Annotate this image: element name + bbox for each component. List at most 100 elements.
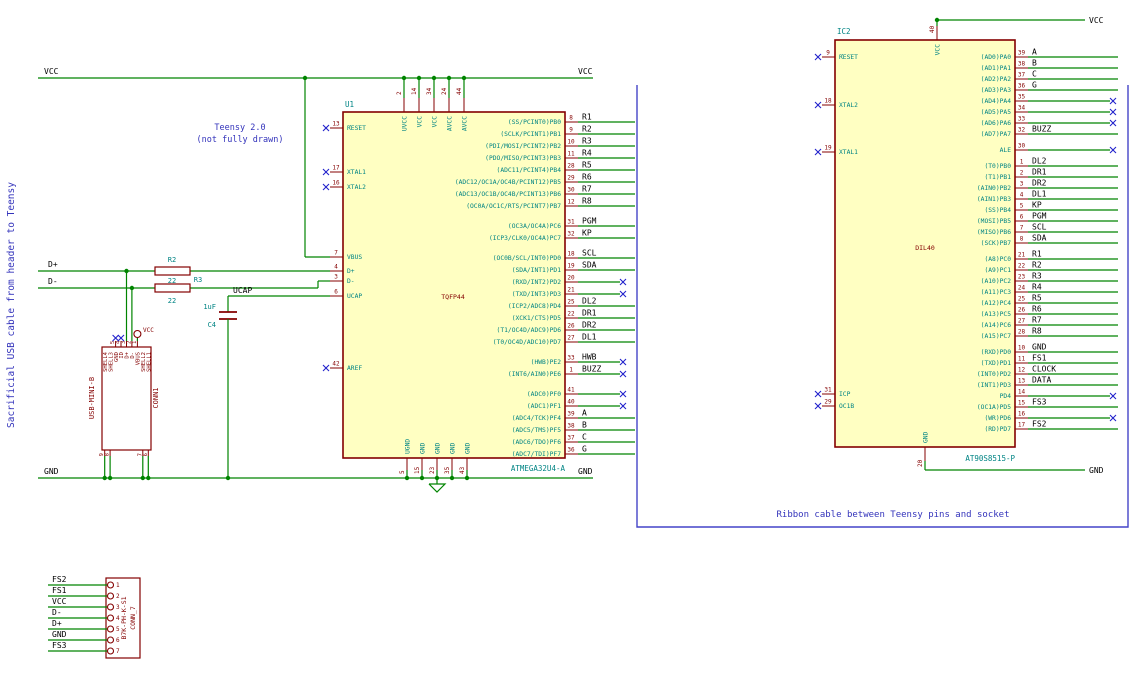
pin-number: 23 [1018,274,1026,281]
pin-number: 2 [116,593,120,600]
pin-number: 42 [332,361,340,368]
pin-name: (ADC6/TDO)PF6 [512,439,561,446]
pin-number: 2 [396,91,403,95]
no-connect-x [1109,414,1117,422]
junction-dot [461,75,467,81]
pin-name: (OC3A/OC4A)PC6 [508,223,561,230]
net-label: BUZZ [1032,125,1051,134]
connector-pin-circle [106,581,115,589]
net-label: DR1 [1032,168,1047,177]
pin-number: 28 [567,163,575,170]
net-label: DATA [1032,376,1051,385]
pin-number: 5 [110,341,116,344]
pin-name: (AIN1)PB3 [977,196,1011,203]
pin-number: 14 [411,87,418,95]
net-label: C [582,433,587,442]
note-side: Sacrificial USB cable from header to Tee… [6,182,17,428]
pin-name: (A15)PC7 [981,333,1012,340]
pin-number: 19 [824,145,832,152]
pin-name: GND [923,431,930,443]
pin-number: 16 [1018,411,1026,418]
pin-name: (A12)PC4 [981,300,1012,307]
pin-name: ALE [1000,147,1012,154]
component-body [342,111,566,459]
pin-number: 8 [569,115,573,122]
pin-number: 26 [567,323,575,330]
no-connect-x [814,402,822,410]
pin-number: 9 [99,453,105,456]
component-ref: R3 [194,276,202,284]
pin-number: 12 [567,199,575,206]
pin-name: (PDO/MISO/PCINT3)PB3 [485,155,561,162]
component-value: B7K-PH-K-S1 [120,596,128,639]
pin-number: 29 [567,175,575,182]
net-label: FS1 [1032,354,1047,363]
net-label: DL2 [582,297,597,306]
pin-name: ICP [839,391,851,398]
pin-name: (AD4)PA4 [981,98,1012,105]
pin-name: (T1)PB1 [984,174,1011,181]
component-value: USB-MINI-B [88,377,96,419]
pin-number: 22 [567,311,575,318]
net-label: DR2 [1032,179,1047,188]
pin-number: 15 [1018,400,1026,407]
net-label: D+ [48,260,58,269]
pin-name: (T0)PB0 [984,163,1011,170]
net-label: UCAP [233,286,252,295]
pin-number: 1 [569,367,573,374]
pin-number: 21 [1018,252,1026,259]
no-connect-x [619,290,627,298]
no-connect-x [322,168,330,176]
pin-number: 3 [121,341,127,344]
pin-name: UCAP [347,293,362,300]
pin-number: 1 [132,341,138,344]
pin-number: 9 [569,127,573,134]
pin-name: VBUS [136,352,142,365]
net-label: B [1032,59,1037,68]
pin-number: 4 [334,264,338,271]
component-ref: CONN1 [152,387,160,408]
net-label: KP [582,229,592,238]
net-label: G [582,445,587,454]
no-connect-x [117,334,125,342]
pin-name: SHELL3 [108,352,114,372]
pin-name: XTAL1 [347,169,366,176]
pin-number: 43 [459,466,466,474]
net-label: DL1 [1032,190,1047,199]
pin-name: (ADC12/OC1A/OC4B/PCINT12)PB5 [455,179,561,186]
pin-number: 10 [1018,345,1026,352]
pin-number: 20 [917,459,924,467]
net-label: FS2 [1032,420,1047,429]
no-connect-x [619,358,627,366]
pin-name: (MOSI)PB5 [977,218,1011,225]
net-label: R3 [582,137,592,146]
no-connect-x [814,101,822,109]
pin-name: (RXD/INT2)PD2 [512,279,561,286]
connector-pin-circle [106,603,115,611]
net-label: R6 [582,173,592,182]
pin-number: 24 [1018,285,1026,292]
junction-dot [446,75,452,81]
pin-name: (AD6)PA6 [981,120,1012,127]
junction-dot [129,285,135,291]
pin-name: (OC0B/SCL/INT0)PD0 [493,255,561,262]
net-label: CLOCK [1032,365,1056,374]
no-connect-x [1109,146,1117,154]
pin-name: (ADC0)PF0 [527,391,561,398]
pin-number: 13 [332,121,340,128]
component-value: 22 [168,277,176,285]
junction-dot [225,475,231,481]
pin-number: 22 [1018,263,1026,270]
no-connect-x [322,124,330,132]
pin-name: GND [420,442,427,454]
net-label: R6 [1032,305,1042,314]
pin-name: XTAL1 [839,149,858,156]
pin-name: VCC [432,116,439,128]
pin-name: (A10)PC2 [981,278,1012,285]
pin-number: 25 [567,299,575,306]
pin-name: (MISO)PB6 [977,229,1011,236]
pin-name: (ADC5/TMS)PF5 [512,427,561,434]
pin-name: OC1B [839,403,854,410]
pin-number: 41 [567,387,575,394]
